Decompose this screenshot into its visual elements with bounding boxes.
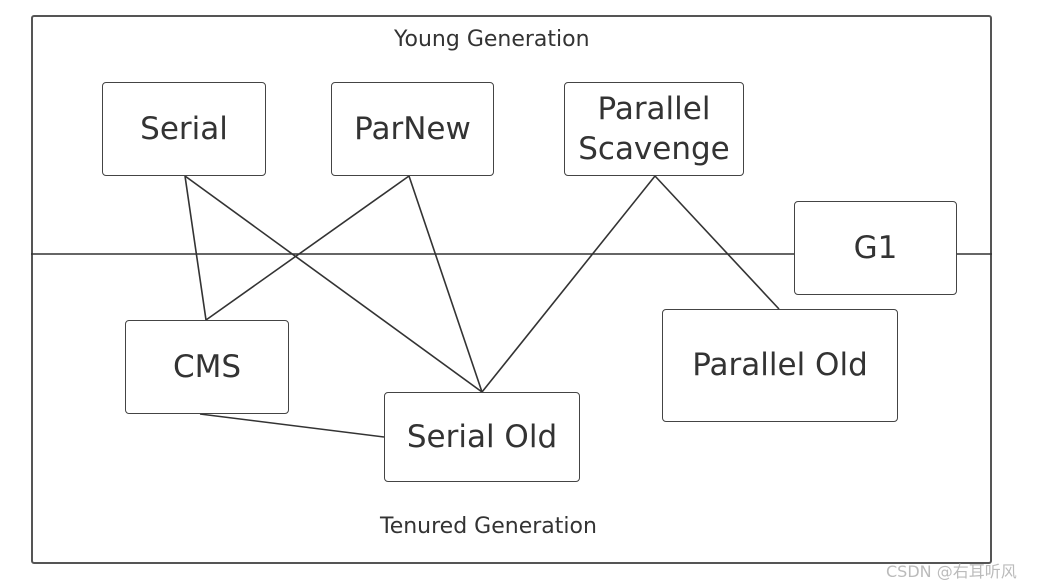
link-parnew-to-serial-old (408, 175, 483, 393)
serial-old-label: Serial Old (406, 418, 558, 455)
g1-label: G1 (853, 229, 898, 266)
serial-box: Serial (102, 82, 266, 176)
tenured-generation-label: Tenured Generation (380, 514, 597, 539)
serial-label: Serial (140, 110, 228, 147)
link-parallel-scavenge-to-parallel-old (654, 175, 780, 310)
diagram-frame (31, 15, 992, 564)
parallel-old-box: Parallel Old (662, 309, 898, 422)
young-generation-label: Young Generation (394, 27, 590, 52)
link-serial-to-serial-old (184, 175, 483, 393)
parallel-scavenge-label: Parallel Scavenge (578, 90, 730, 167)
parallel-old-label: Parallel Old (692, 347, 868, 384)
link-cms-to-serial-old (199, 413, 385, 438)
watermark: CSDN @右耳听风 (886, 562, 1017, 581)
cms-label: CMS (172, 348, 242, 385)
parnew-label: ParNew (354, 110, 471, 147)
g1-box: G1 (794, 201, 957, 295)
link-parallel-scavenge-to-serial-old (481, 175, 656, 393)
parnew-box: ParNew (331, 82, 494, 176)
collector-links (184, 175, 780, 438)
link-serial-to-cms (184, 175, 207, 321)
cms-box: CMS (125, 320, 289, 414)
parallel-scavenge-box: Parallel Scavenge (564, 82, 744, 176)
link-parnew-to-cms (205, 175, 410, 321)
serial-old-box: Serial Old (384, 392, 580, 482)
